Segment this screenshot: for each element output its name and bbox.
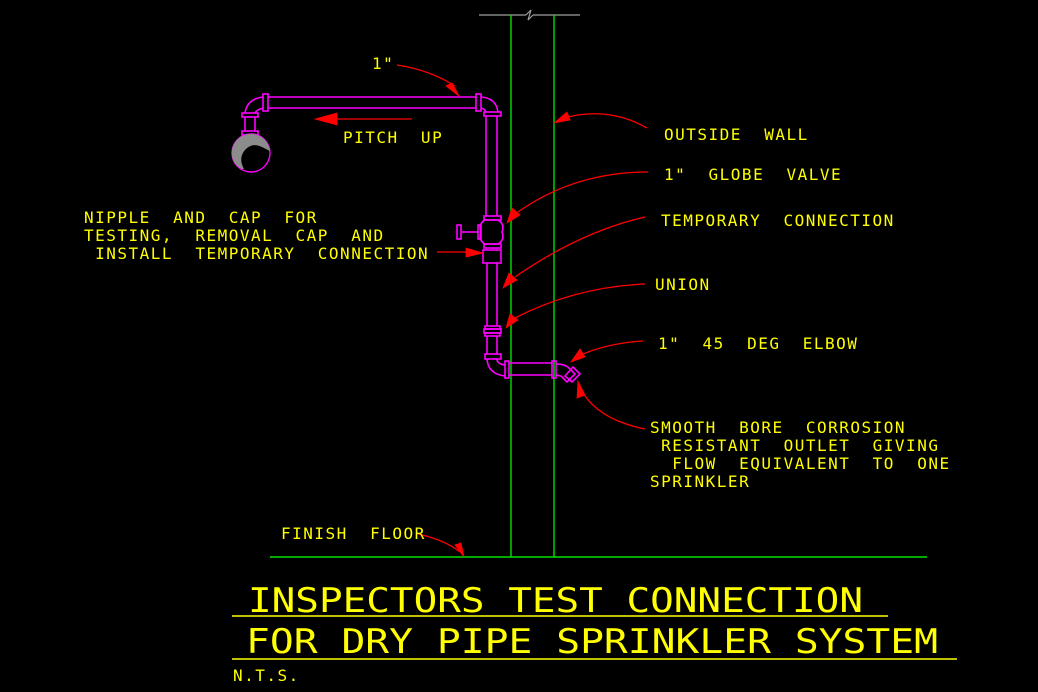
outlet-fitting-icon [555,363,582,384]
globe-valve-icon [456,215,504,249]
leader-temporary-connection [502,216,646,289]
leader-elbow [569,340,644,363]
leader-nipple-cap [437,247,485,258]
leader-globe-valve [506,171,649,224]
pitch-up-label: PITCH UP [343,128,443,147]
nipple-cap-label-line-2: TESTING, REMOVAL CAP AND [84,226,385,245]
outlet-label-line-4: SPRINKLER [650,472,750,491]
title-line-1: INSPECTORS TEST CONNECTION [248,581,863,621]
nipple-cap-label-line-3: INSTALL TEMPORARY CONNECTION [84,244,429,263]
outlet-label-line-1: SMOOTH BORE CORROSION [650,418,906,437]
outside-wall-label: OUTSIDE WALL [664,125,809,144]
finish-floor-label: FINISH FLOOR [281,524,426,543]
outlet-label-line-2: RESISTANT OUTLET GIVING [650,436,939,455]
leader-union [505,283,646,329]
pipe-size-label: 1" [372,54,394,73]
leader-outlet [576,379,646,430]
leader-pipe-size [396,64,460,97]
leader-finish-floor [417,533,465,558]
title-line-2: FOR DRY PIPE SPRINKLER SYSTEM [246,622,938,662]
leader-pitch-up [313,112,412,126]
temporary-connection-label: TEMPORARY CONNECTION [661,211,895,230]
pipe-assembly [241,93,582,384]
union-label: UNION [655,275,711,294]
globe-valve-label: 1" GLOBE VALVE [664,165,842,184]
nipple-cap-label-line-1: NIPPLE AND CAP FOR [84,208,318,227]
scale-note: N.T.S. [233,666,300,685]
elbow-label: 1" 45 DEG ELBOW [658,334,858,353]
break-line-icon [479,9,580,21]
sprinkler-head-icon [231,133,271,173]
leader-outside-wall [552,111,648,129]
outlet-label-line-3: FLOW EQUIVALENT TO ONE [650,454,951,473]
